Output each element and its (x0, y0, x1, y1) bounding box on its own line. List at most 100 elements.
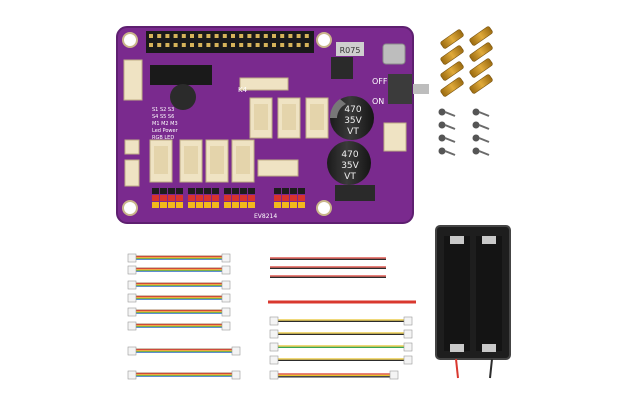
servo-pin-black (232, 188, 239, 194)
screw-head (472, 108, 480, 116)
gpio-pin (214, 34, 219, 38)
rainbow-cable (127, 265, 231, 275)
cap1-value: 470 (344, 105, 361, 115)
gpio-pin (255, 43, 260, 47)
battery-wire-black (489, 358, 493, 379)
screw-thread (444, 137, 456, 143)
battery-contact (482, 236, 496, 244)
servo-pin-yellow (168, 202, 175, 208)
brass-standoff (440, 61, 464, 81)
header-connector (239, 77, 289, 91)
servo-pin-black (160, 188, 167, 194)
power-switch (388, 74, 412, 104)
servo-pin-black (152, 188, 159, 194)
servo-pin-red (212, 195, 219, 201)
servo-pin-black (188, 188, 195, 194)
screw-thread (444, 111, 456, 117)
screw-thread (478, 150, 490, 156)
gpio-pin (165, 34, 170, 38)
servo-pin-red (298, 195, 305, 201)
rainbow-cable (127, 253, 231, 263)
cable-plug (269, 329, 279, 339)
cap1-brand: VT (347, 127, 359, 137)
screw-head (472, 147, 480, 155)
servo-connector-slot (210, 146, 224, 174)
gpio-pin (149, 43, 153, 47)
screw-thread (478, 111, 490, 117)
brass-standoff (440, 29, 464, 49)
gpio-pin (280, 34, 285, 38)
cable-plug (221, 307, 231, 317)
gpio-pin (247, 34, 252, 38)
cable-plug (403, 316, 413, 326)
brass-standoff (469, 58, 493, 78)
regulator-chip (331, 57, 353, 79)
cable-plug (403, 355, 413, 365)
gpio-pin (206, 43, 211, 47)
servo-pin-black (224, 188, 231, 194)
cable-plug (403, 342, 413, 352)
gpio-pin (157, 43, 162, 47)
battery-contact (482, 344, 496, 352)
servo-pin-yellow (298, 202, 305, 208)
rainbow-cable (127, 321, 231, 331)
servo-pin-yellow (240, 202, 247, 208)
mount-hole (122, 32, 138, 48)
gpio-pin (239, 34, 244, 38)
screw-head (472, 134, 480, 142)
servo-pin-black (196, 188, 203, 194)
servo-pin-red (232, 195, 239, 201)
rainbow-cable (127, 370, 241, 380)
gpio-pin (304, 43, 309, 47)
inductor (170, 84, 196, 110)
servo-pin-red (188, 195, 195, 201)
gpio-pin (280, 43, 285, 47)
switch-off-label: OFF (372, 77, 388, 86)
cable-plug (221, 293, 231, 303)
jumper-cable (270, 275, 386, 279)
cable-plug (127, 346, 137, 356)
gpio-pin (231, 43, 235, 47)
servo-pin-black (282, 188, 289, 194)
cable-plug (127, 370, 137, 380)
rainbow-cable (127, 346, 241, 356)
servo-pin-yellow (160, 202, 167, 208)
cable-plug (127, 253, 137, 263)
servo-pin-red (274, 195, 281, 201)
servo-pin-yellow (152, 202, 159, 208)
servo-pin-red (224, 195, 231, 201)
servo-pin-red (204, 195, 211, 201)
led-socket (124, 139, 140, 155)
brass-standoff (440, 77, 464, 97)
servo-connector-slot (310, 104, 324, 130)
servo-connector-slot (184, 146, 198, 174)
side-connector (124, 159, 140, 187)
cable-plug (127, 293, 137, 303)
servo-pin-black (204, 188, 211, 194)
servo-pin-yellow (290, 202, 297, 208)
gpio-pin (263, 43, 268, 47)
battery-holder (435, 225, 511, 379)
cable-plug (269, 316, 279, 326)
gpio-pin (272, 43, 276, 47)
servo-pin-red (176, 195, 183, 201)
gpio-pin (157, 34, 162, 38)
jumper-cable (269, 329, 413, 339)
screw-head (438, 121, 446, 129)
upper-connectors (239, 77, 329, 139)
lower-connectors (149, 139, 255, 183)
brass-standoff (469, 42, 493, 62)
servo-pin-red (282, 195, 289, 201)
standoff-body (440, 77, 464, 97)
cable-plug (221, 280, 231, 290)
servo-pin-black (290, 188, 297, 194)
gpio-pin (181, 34, 186, 38)
servo-connector-slot (254, 104, 268, 130)
gpio-pin (198, 34, 203, 38)
servo-pin-yellow (232, 202, 239, 208)
mixed-cables (268, 257, 416, 380)
standoff-body (469, 74, 493, 94)
jumper-cable (269, 316, 413, 326)
regulator-label: R075 (340, 46, 361, 55)
